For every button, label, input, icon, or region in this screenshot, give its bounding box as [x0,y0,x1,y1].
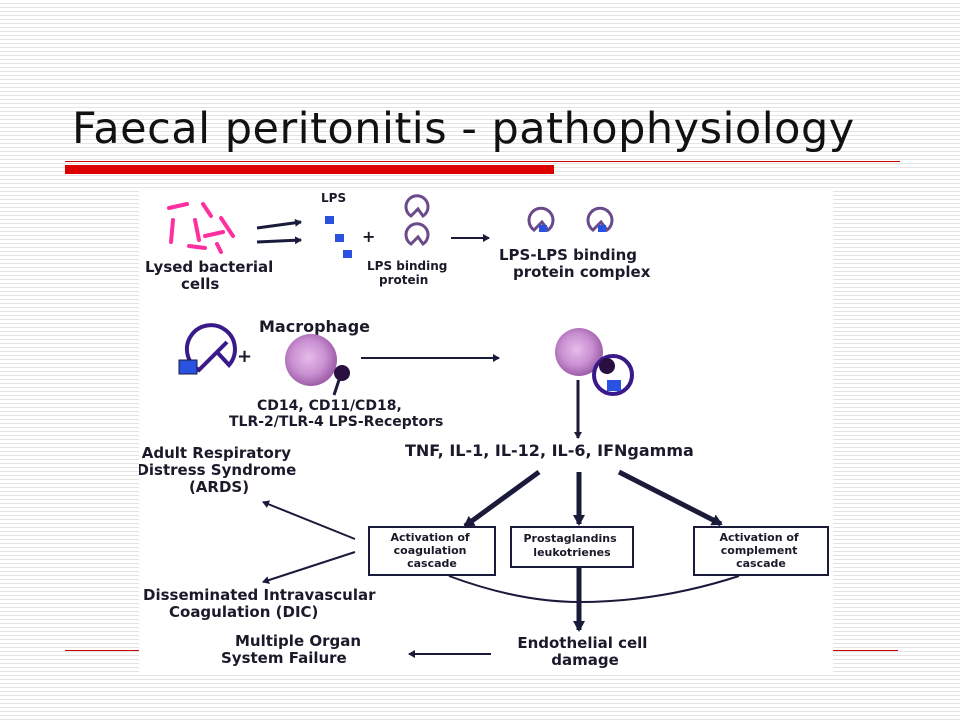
prostaglandins-box: Prostaglandins leukotrienes [510,526,634,568]
prostaglandins-box-line-1: Prostaglandins [523,532,617,545]
lps-binding-protein-icon [404,194,430,247]
svg-text:Activation of complement: Activation of complement cascade [719,531,802,570]
coagulation-box: Activation of coagulation cascade [368,526,496,576]
plus-sign-2: + [237,346,252,367]
arrow-to-coagulation [463,469,541,529]
receptors-label: CD14, CD11/CD18, TLR-2/TLR-4 LPS-Recepto… [229,398,443,430]
lps-label: LPS [321,191,346,205]
plus-sign-1: + [362,227,375,246]
lysed-bacteria-fragments [167,202,235,254]
converging-lines [448,575,740,603]
mosf-label: Multiple Organ System Failure [221,632,366,667]
arrow-to-dic [262,551,356,584]
arrow-to-ards [262,500,356,540]
coagulation-box-line-3: cascade [407,557,457,570]
lps-molecules [325,216,352,258]
lps-binding-protein-label: LPS binding protein [367,259,452,287]
endothelial-label: Endothelial cell damage [517,634,652,669]
footer-rule-right [830,650,898,651]
ards-label: Adult Respiratory Distress Syndrome (ARD… [139,444,302,496]
arrow-bacteria-to-lps-2 [256,236,302,245]
lps-protein-complex-small [178,323,237,375]
lps-complex-label: LPS-LPS binding protein complex [499,246,651,281]
footer-rule-left [65,650,145,651]
macrophage-label: Macrophage [259,317,370,336]
complement-box-line-2: complement [721,544,798,557]
complement-box: Activation of complement cascade [693,526,829,576]
svg-text:Activation of coagulatio: Activation of coagulation cascade [390,531,473,570]
title-underline-thick [65,165,554,174]
dic-label: Disseminated Intravascular Coagulation (… [143,586,381,621]
lps-complex-molecules [539,225,606,232]
coagulation-box-line-2: coagulation [394,544,467,557]
slide-title: Faecal peritonitis - pathophysiology [72,104,855,154]
complement-box-line-1: Activation of [719,531,798,544]
lps-complex-icon [527,206,614,233]
macrophage-cell [285,334,350,396]
arrow-to-complement [617,469,723,527]
coagulation-box-line-1: Activation of [390,531,469,544]
prostaglandins-box-line-2: leukotrienes [533,546,611,559]
cytokines-label: TNF, IL-1, IL-12, IL-6, IFNgamma [405,441,694,460]
arrow-bacteria-to-lps-1 [256,218,302,230]
lysed-cells-label: Lysed bacterial cells [145,258,279,293]
pathophysiology-diagram: LPS + LPS binding protein LPS-LPS bindin… [139,190,833,672]
activated-macrophage [555,328,634,396]
title-underline-thin [65,161,900,162]
complement-box-line-3: cascade [736,557,786,570]
svg-text:Prostaglandins leukotrie: Prostaglandins leukotrienes [523,532,620,559]
